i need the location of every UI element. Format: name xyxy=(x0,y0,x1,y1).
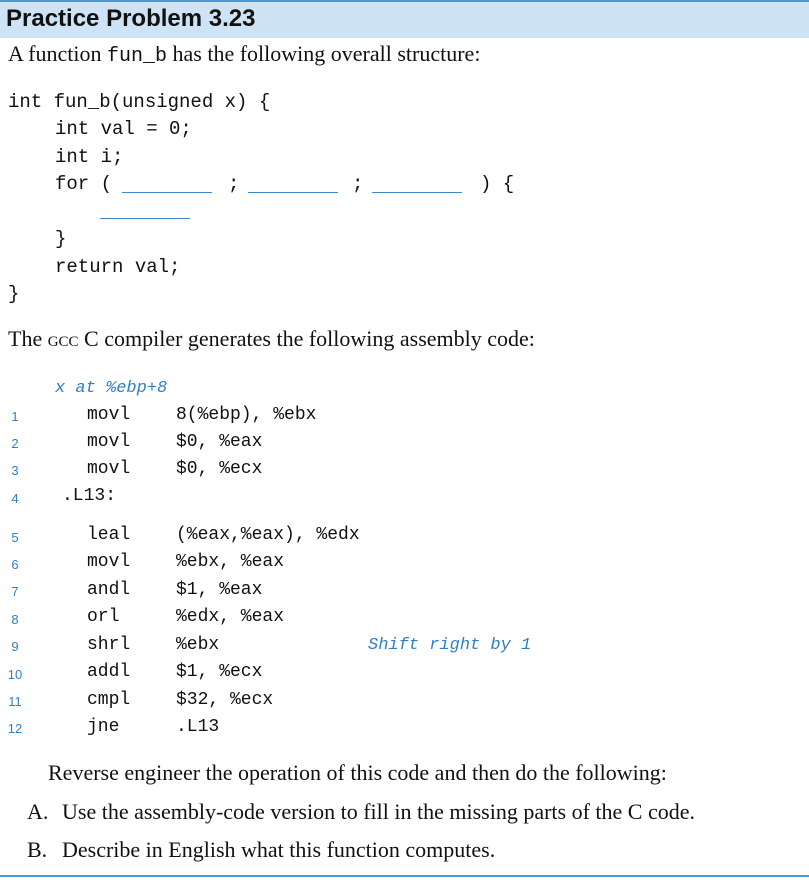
title-bar: Practice Problem 3.23 xyxy=(0,0,809,38)
line-number: 6 xyxy=(11,557,19,572)
asm-op: shrl xyxy=(87,635,131,655)
asm-line-comment: Shift right by 1 xyxy=(368,636,532,655)
blank-body xyxy=(100,218,190,219)
bottom-rule xyxy=(0,875,809,877)
blank-init xyxy=(122,192,212,193)
asm-op: cmpl xyxy=(87,690,131,710)
item-a-label: A. xyxy=(27,799,49,824)
line-number: 7 xyxy=(11,584,19,599)
blank-test xyxy=(248,192,338,193)
heading-suffix: C compiler generates the following assem… xyxy=(78,326,535,351)
intro-prefix: A function xyxy=(8,41,107,66)
asm-arg: 8(%ebp), %ebx xyxy=(176,405,317,425)
asm-op: movl xyxy=(87,432,131,452)
intro-sentence: A function fun_b has the following overa… xyxy=(8,41,480,68)
asm-arg: %ebx, %eax xyxy=(176,552,285,572)
line-number: 4 xyxy=(11,491,19,506)
line-number: 5 xyxy=(11,530,19,545)
c-outer-brace: } xyxy=(8,283,20,305)
assembly-heading: The gcc C compiler generates the followi… xyxy=(8,326,535,352)
c-line-i: int i; xyxy=(55,146,124,168)
intro-suffix: has the following overall structure: xyxy=(167,41,481,66)
asm-header-comment: x at %ebp+8 xyxy=(55,379,168,398)
asm-op: jne xyxy=(87,717,120,737)
asm-op: movl xyxy=(87,552,131,572)
line-number: 3 xyxy=(11,463,19,478)
line-number: 2 xyxy=(11,436,19,451)
asm-arg: $0, %eax xyxy=(176,432,263,452)
c-return-line: return val; xyxy=(55,256,181,278)
line-number: 12 xyxy=(7,721,23,736)
problem-title: Practice Problem 3.23 xyxy=(6,5,256,32)
asm-label: .L13: xyxy=(62,486,117,506)
c-for-semi2: ; xyxy=(352,173,364,195)
asm-arg: $0, %ecx xyxy=(176,459,263,479)
asm-op: addl xyxy=(87,662,131,682)
c-for-semi1: ; xyxy=(228,173,240,195)
instructions-main: Reverse engineer the operation of this c… xyxy=(48,760,667,785)
asm-arg: $1, %ecx xyxy=(176,662,263,682)
asm-op: orl xyxy=(87,607,120,627)
asm-arg: $1, %eax xyxy=(176,580,263,600)
c-for-close: ) { xyxy=(480,173,515,195)
asm-op: leal xyxy=(87,525,131,545)
item-a-text: Use the assembly-code version to fill in… xyxy=(62,799,695,824)
line-number: 11 xyxy=(8,694,22,709)
asm-op: movl xyxy=(87,459,131,479)
intro-func: fun_b xyxy=(107,45,168,68)
asm-arg: $32, %ecx xyxy=(176,690,274,710)
line-number: 1 xyxy=(11,409,19,424)
heading-prefix: The xyxy=(8,326,48,351)
c-line-val: int val = 0; xyxy=(55,118,192,140)
asm-op: andl xyxy=(87,580,131,600)
asm-op: movl xyxy=(87,405,131,425)
c-inner-brace: } xyxy=(55,228,67,250)
blank-update xyxy=(372,192,462,193)
item-b-label: B. xyxy=(27,837,48,862)
item-b-text: Describe in English what this function c… xyxy=(62,837,496,862)
asm-arg: %ebx xyxy=(176,635,220,655)
c-line-signature: int fun_b(unsigned x) { xyxy=(8,91,271,113)
line-number: 9 xyxy=(11,639,19,654)
asm-arg: (%eax,%eax), %edx xyxy=(176,525,360,545)
line-number: 10 xyxy=(7,667,23,682)
asm-arg: %edx, %eax xyxy=(176,607,285,627)
line-number: 8 xyxy=(11,612,19,627)
c-for-keyword: for ( xyxy=(55,173,113,195)
asm-arg: .L13 xyxy=(176,717,220,737)
gcc-name: gcc xyxy=(47,326,79,351)
